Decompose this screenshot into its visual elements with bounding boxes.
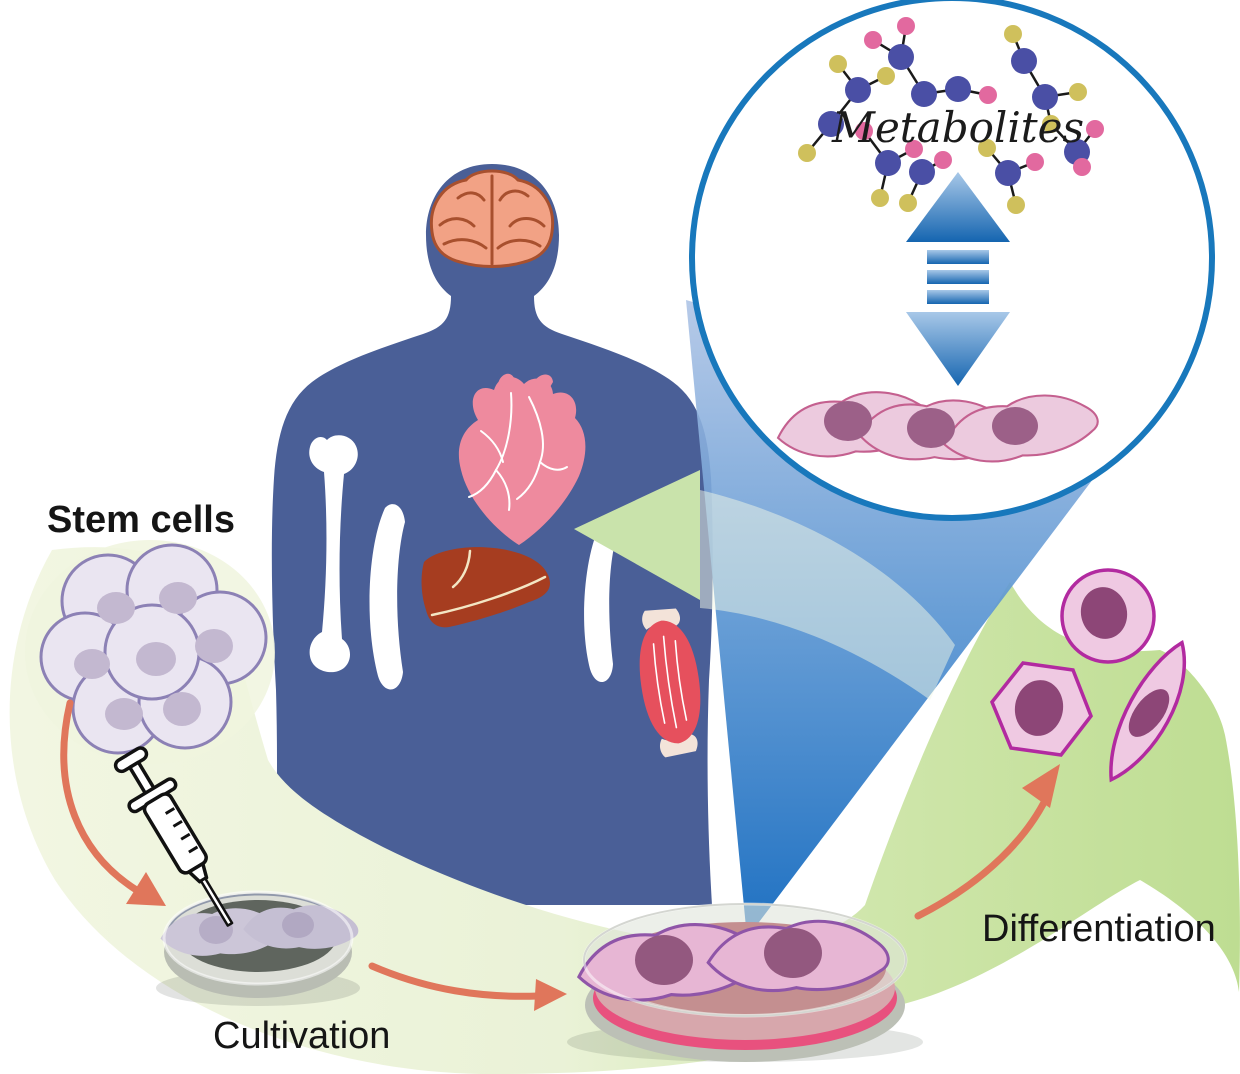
flow-arrows [60, 699, 1054, 1000]
molecule-node-blue [945, 76, 971, 102]
molecule-node-pink [1026, 153, 1044, 171]
round-cell [1060, 568, 1156, 664]
molecule-node-blue [845, 77, 871, 103]
stem-cell-cluster [25, 540, 275, 764]
left-arm-gap [369, 504, 405, 690]
liver-icon [421, 547, 550, 628]
molecule-node-pink [897, 17, 915, 35]
human-body-silhouette [271, 164, 713, 905]
green-arrowhead-icon [574, 470, 700, 600]
molecule-node-yellow [877, 67, 895, 85]
molecule-node-yellow [829, 55, 847, 73]
molecule-node-yellow [1007, 196, 1025, 214]
molecule-node-blue [909, 159, 935, 185]
stem-cells-label: Stem cells [47, 499, 235, 541]
molecule-node-yellow [871, 189, 889, 207]
syringe-icon [113, 746, 234, 927]
molecule-node-yellow [1069, 83, 1087, 101]
molecule-node-pink [855, 122, 873, 140]
molecule-node-yellow [798, 144, 816, 162]
molecule-node-blue [1011, 48, 1037, 74]
right-arm-gap [584, 519, 617, 683]
molecule-node-pink [864, 31, 882, 49]
cultivation-dish [156, 890, 360, 1006]
differentiated-cells [989, 568, 1187, 783]
arrow-dish-to-differentiation [914, 786, 1054, 920]
molecule-network [798, 17, 1104, 214]
molecule-node-yellow [899, 194, 917, 212]
molecule-node-yellow [1004, 25, 1022, 43]
molecule-node-blue [911, 81, 937, 107]
cultivation-label: Cultivation [213, 1015, 390, 1057]
metabolites-inset: Metabolites [689, 0, 1215, 521]
molecule-node-yellow [1042, 115, 1060, 133]
molecule-node-blue [818, 111, 844, 137]
metabolite-dish [567, 902, 923, 1062]
metabolites-label: Metabolites [831, 103, 1084, 152]
exchange-double-arrow-icon [906, 172, 1010, 386]
muscle-icon [639, 608, 701, 758]
molecule-node-blue [888, 44, 914, 70]
molecule-node-pink [1086, 120, 1104, 138]
molecule-node-pink [905, 140, 923, 158]
molecule-node-pink [934, 151, 952, 169]
molecule-node-blue [995, 160, 1021, 186]
body-shape [271, 164, 713, 905]
molecule-node-pink [1073, 158, 1091, 176]
tissue-samples [160, 900, 360, 956]
arrow-stem-to-cultivation [60, 699, 142, 895]
beam-band [700, 490, 955, 700]
heart-icon [458, 373, 586, 545]
molecule-node-pink [979, 86, 997, 104]
flow-arrowheads [126, 764, 1060, 1011]
molecule-node-yellow [978, 139, 996, 157]
bone-icon [309, 435, 358, 673]
molecule-node-blue [875, 150, 901, 176]
hexagon-cell [989, 661, 1093, 757]
molecule-node-blue [1032, 84, 1058, 110]
differentiation-label: Differentiation [982, 908, 1216, 950]
arrow-cultivation-to-dish [368, 962, 542, 1000]
brain-icon [429, 169, 555, 268]
spindle-cell [1109, 639, 1187, 783]
